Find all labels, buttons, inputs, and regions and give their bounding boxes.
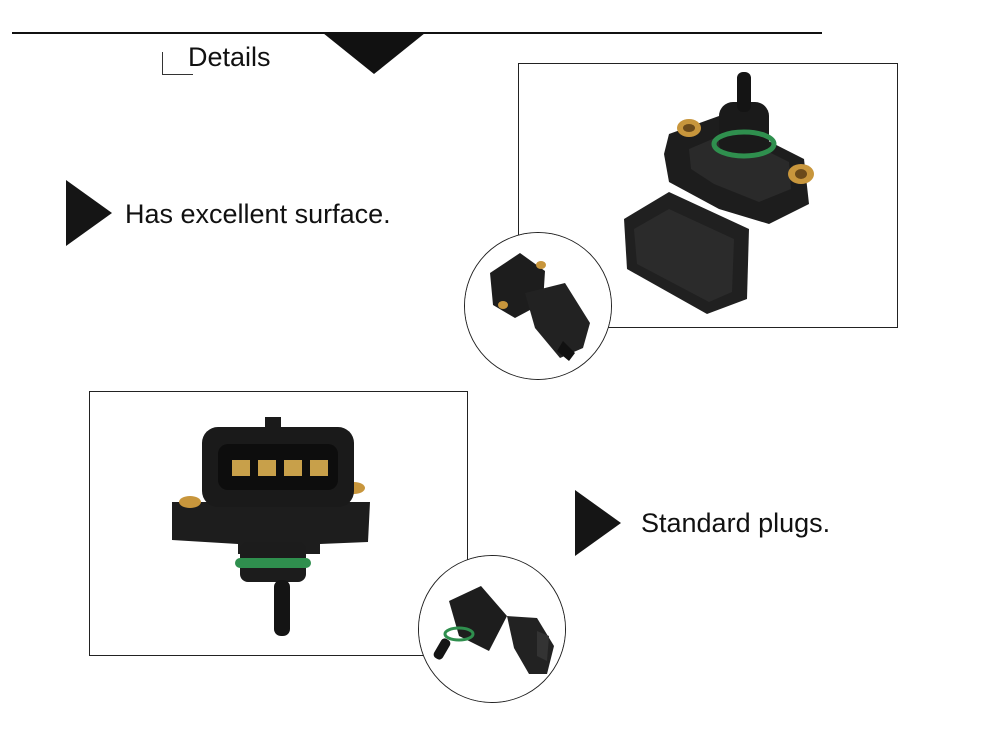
pointer-arrow-icon: [66, 180, 112, 246]
product-image-bottom: [89, 391, 468, 656]
pointer-arrow-icon: [575, 490, 621, 556]
feature-text-plugs: Standard plugs.: [641, 508, 831, 538]
title-bracket: [162, 52, 193, 75]
sensor-side-inset-image: [465, 233, 611, 379]
sensor-angle-inset-image: [419, 556, 565, 702]
product-inset-bottom: [418, 555, 566, 703]
product-inset-top: [464, 232, 612, 380]
sensor-plug-front-view-image: [90, 392, 467, 655]
feature-text-surface: Has excellent surface.: [125, 199, 391, 229]
section-title: Details: [188, 42, 271, 72]
header-notch: [323, 33, 425, 74]
